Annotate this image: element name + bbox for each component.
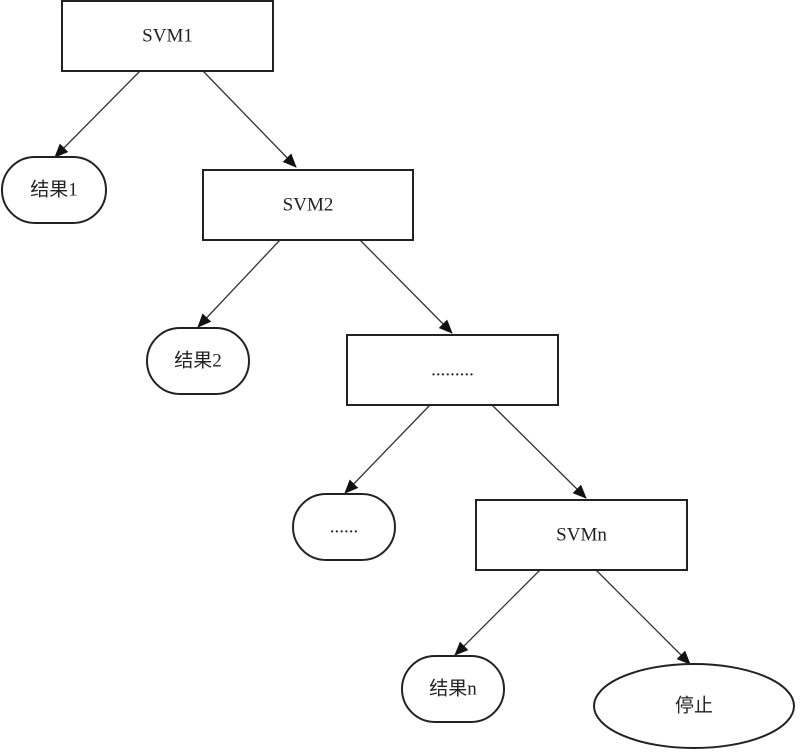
node-label: ...... [330,517,359,538]
rectangle-shape [61,0,274,72]
node-label: 结果2 [174,350,222,372]
rounded-shape [1,156,107,224]
edge-svmn-to-stop [595,569,691,665]
edge-svmn-to-rn [454,569,541,656]
node-r1: 结果1 [1,156,107,224]
node-label: SVM2 [283,195,334,216]
node-label: ......... [431,360,474,381]
node-label: SVM1 [142,26,193,47]
node-dots-box: ......... [346,334,559,406]
edge-svm2-to-r2 [197,239,281,328]
node-label: SVMn [556,525,607,546]
edge-dots_box-to-dots_round [344,404,431,494]
edge-svm1-to-svm2 [202,70,297,168]
node-label: 停止 [675,695,713,717]
rectangle-shape [202,169,414,241]
edge-svm1-to-r1 [54,70,141,158]
node-svm2: SVM2 [202,169,414,241]
node-r2: 结果2 [146,327,250,395]
node-stop: 停止 [593,663,795,749]
node-dots-round: ...... [292,493,396,561]
rectangle-shape [475,499,688,571]
node-rn: 结果n [401,655,505,723]
node-svm1: SVM1 [61,0,274,72]
rounded-shape [292,493,396,561]
rounded-shape [146,327,250,395]
node-label: 结果n [429,678,477,700]
ellipse-shape [593,663,795,749]
edge-dots_box-to-svmn [491,404,587,499]
node-svmn: SVMn [475,499,688,571]
edge-svm2-to-dots_box [359,239,453,334]
node-label: 结果1 [30,179,78,201]
rectangle-shape [346,334,559,406]
rounded-shape [401,655,505,723]
